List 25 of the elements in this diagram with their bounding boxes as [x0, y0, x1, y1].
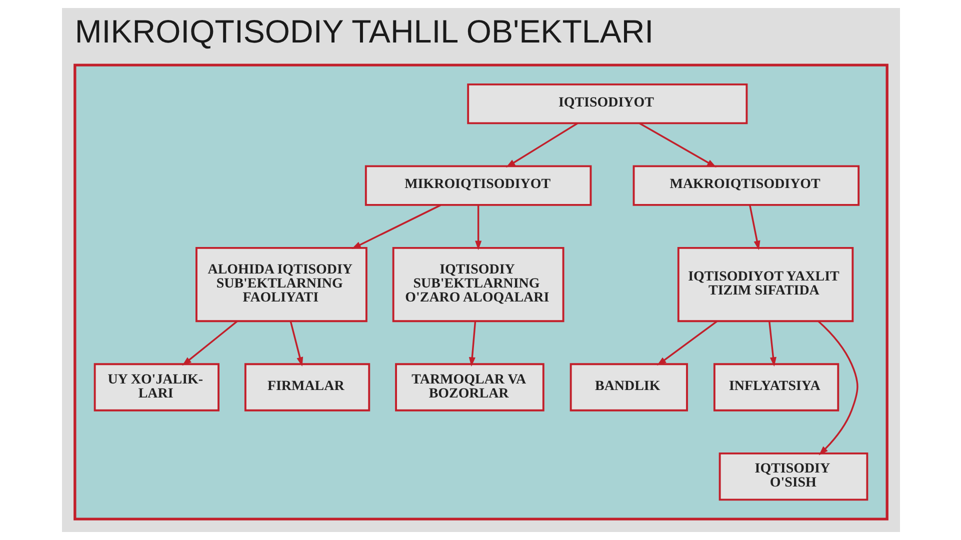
- arrow: [182, 320, 238, 366]
- arrow: [474, 205, 482, 250]
- node-box: ALOHIDA IQTISODIY SUB'EKTLARNING FAOLIYATI: [195, 246, 367, 322]
- node-box: BANDLIK: [569, 363, 688, 412]
- node-box: MIKROIQTISODIYOT: [364, 165, 592, 206]
- cluster: [73, 64, 888, 520]
- arrow: [638, 122, 716, 168]
- node-box: FIRMALAR: [244, 363, 370, 412]
- node-box: IQTISODIY SUB'EKTLARNING O'ZARO ALOQALARI: [392, 246, 564, 322]
- arrow: [468, 321, 476, 367]
- arrow: [351, 204, 441, 249]
- node-box: IQTISODIYOT: [466, 83, 748, 124]
- node-box: IQTISODIY O'SISH: [718, 452, 868, 501]
- node-box: INFLYATSIYA: [712, 363, 839, 412]
- arrow: [748, 205, 760, 250]
- arrow: [768, 321, 776, 367]
- node-box: TARMOQLAR VA BOZORLAR: [394, 363, 544, 412]
- arrow: [817, 320, 858, 456]
- diagram-title: MIKROIQTISODIY TAHLIL OB'EKTLARI: [74, 13, 654, 50]
- node-box: IQTISODIYOT YAXLIT TIZIM SIFATIDA: [676, 246, 854, 322]
- arrow: [505, 122, 578, 168]
- arrow: [289, 321, 303, 367]
- node-box: MAKROIQTISODIYOT: [632, 165, 860, 206]
- node-box: UY XO'JALIK- LARI: [93, 363, 219, 412]
- arrow: [656, 320, 717, 366]
